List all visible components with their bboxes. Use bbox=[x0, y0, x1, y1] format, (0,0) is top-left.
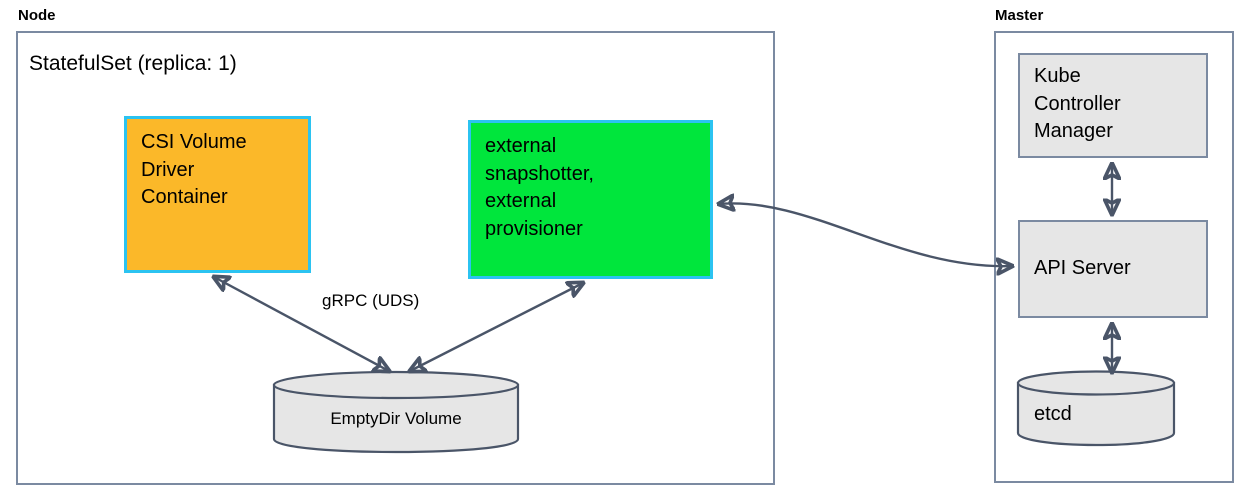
etcd-cylinder[interactable]: etcd bbox=[1016, 370, 1176, 448]
grpc-uds-edge-label: gRPC (UDS) bbox=[322, 291, 420, 310]
sidecars-line-4: provisioner bbox=[485, 217, 583, 240]
csi-driver-line-2: Driver bbox=[141, 158, 195, 181]
emptydir-volume-cylinder[interactable]: EmptyDir Volume bbox=[272, 370, 520, 454]
api-server-box[interactable]: API Server bbox=[1018, 220, 1208, 318]
kcm-line-3: Manager bbox=[1034, 120, 1113, 143]
sidecars-line-2: snapshotter, bbox=[485, 162, 594, 185]
etcd-shape bbox=[1016, 370, 1176, 447]
api-server-label-wrap: API Server bbox=[1034, 255, 1131, 283]
external-sidecars-box[interactable]: external snapshotter, external provision… bbox=[468, 120, 713, 279]
csi-driver-line-3: Container bbox=[141, 186, 228, 209]
node-group-label: Node bbox=[18, 7, 56, 24]
sidecars-line-1: external bbox=[485, 135, 557, 157]
csi-volume-driver-container-label: CSI Volume Driver Container bbox=[141, 129, 247, 212]
sidecars-line-3: external bbox=[485, 190, 557, 213]
master-group-label: Master bbox=[995, 7, 1044, 24]
api-server-label: API Server bbox=[1034, 257, 1131, 280]
csi-driver-line-1: CSI Volume bbox=[141, 131, 247, 153]
statefulset-title: StatefulSet (replica: 1) bbox=[29, 52, 237, 75]
external-sidecars-label: external snapshotter, external provision… bbox=[485, 133, 594, 243]
kube-controller-manager-label: Kube Controller Manager bbox=[1034, 63, 1121, 146]
kcm-line-1: Kube bbox=[1034, 65, 1081, 87]
etcd-label: etcd bbox=[1034, 403, 1072, 425]
kcm-line-2: Controller bbox=[1034, 92, 1121, 115]
csi-volume-driver-container-box[interactable]: CSI Volume Driver Container bbox=[124, 116, 311, 273]
emptydir-volume-label: EmptyDir Volume bbox=[330, 409, 462, 428]
emptydir-volume-shape bbox=[272, 370, 520, 454]
kube-controller-manager-box[interactable]: Kube Controller Manager bbox=[1018, 53, 1208, 158]
